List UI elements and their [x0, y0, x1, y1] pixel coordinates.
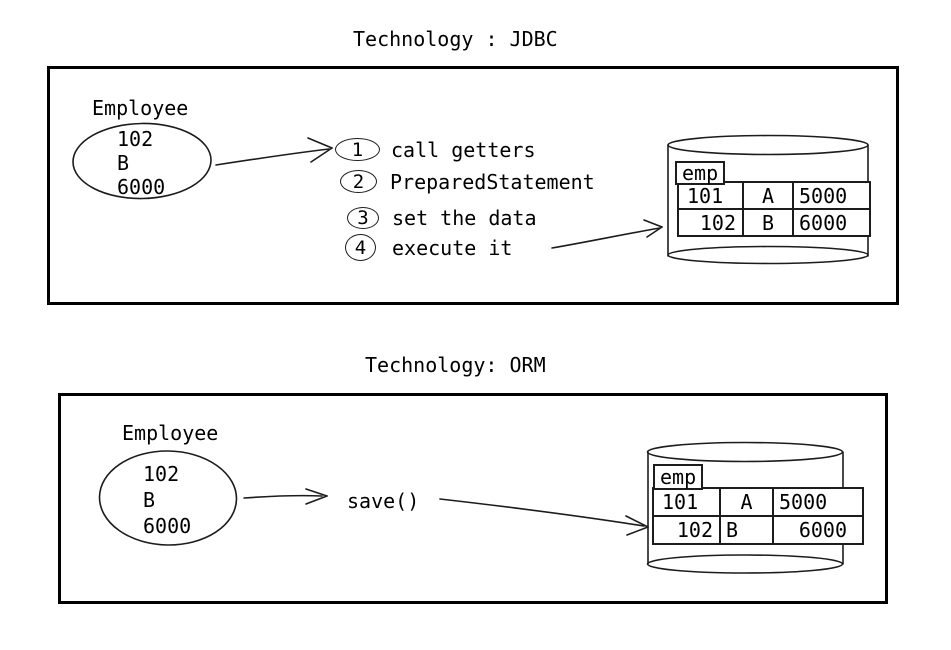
orm-entity-class-label: Employee — [122, 421, 219, 445]
orm-panel: Employee 102 B 6000 save() emp 101 A 500… — [58, 393, 888, 604]
jdbc-entity-field-salary: 6000 — [117, 175, 166, 199]
jdbc-cell-r2-salary: 6000 — [792, 208, 871, 237]
orm-cell-r2-salary: 6000 — [772, 515, 864, 545]
orm-entity-field-salary: 6000 — [143, 514, 192, 538]
orm-cell-r2-name: B — [719, 515, 774, 545]
orm-emp-table: 101 A 5000 102 B 6000 — [652, 487, 864, 545]
orm-save-method-label: save() — [347, 489, 420, 513]
jdbc-step-circle-2: 2 — [340, 170, 377, 193]
jdbc-cell-r2-id: 102 — [677, 208, 744, 237]
jdbc-emp-table: 101 A 5000 102 B 6000 — [677, 181, 871, 237]
jdbc-cell-r2-name: B — [742, 208, 794, 237]
jdbc-step-label-3: set the data — [392, 206, 537, 230]
jdbc-step-label-2: PreparedStatement — [390, 170, 595, 194]
jdbc-cell-r1-name: A — [742, 181, 794, 210]
jdbc-cell-r1-salary: 5000 — [792, 181, 871, 210]
jdbc-step-circle-1: 1 — [335, 138, 380, 161]
jdbc-db-table-name: emp — [675, 161, 726, 185]
jdbc-step-circle-4: 4 — [345, 234, 376, 261]
jdbc-entity-field-id: 102 — [117, 127, 154, 151]
orm-entity-fields: 102 B 6000 — [143, 461, 191, 539]
orm-entity-field-id: 102 — [143, 462, 180, 486]
orm-db-table-name: emp — [653, 464, 704, 490]
orm-cell-r1-salary: 5000 — [772, 487, 864, 517]
jdbc-cell-r1-id: 101 — [677, 181, 744, 210]
jdbc-step-circle-3: 3 — [347, 207, 379, 229]
orm-cell-r2-id: 102 — [652, 515, 721, 545]
orm-emp-row-1: 101 A 5000 — [652, 487, 864, 517]
orm-entity-field-name: B — [143, 488, 156, 512]
orm-cell-r1-id: 101 — [652, 487, 721, 517]
jdbc-entity-class-label: Employee — [92, 96, 189, 120]
jdbc-entity-field-name: B — [117, 151, 130, 175]
jdbc-emp-row-2: 102 B 6000 — [677, 208, 871, 237]
orm-section-title: Technology: ORM — [365, 353, 546, 377]
orm-cell-r1-name: A — [719, 487, 774, 517]
jdbc-panel: Employee 102 B 6000 1 call getters 2 Pre… — [47, 66, 899, 305]
jdbc-step-label-1: call getters — [391, 138, 536, 162]
orm-emp-row-2: 102 B 6000 — [652, 515, 864, 545]
jdbc-emp-row-1: 101 A 5000 — [677, 181, 871, 210]
jdbc-entity-fields: 102 B 6000 — [117, 127, 165, 199]
jdbc-section-title: Technology : JDBC — [353, 27, 558, 51]
jdbc-step-label-4: execute it — [392, 236, 513, 260]
